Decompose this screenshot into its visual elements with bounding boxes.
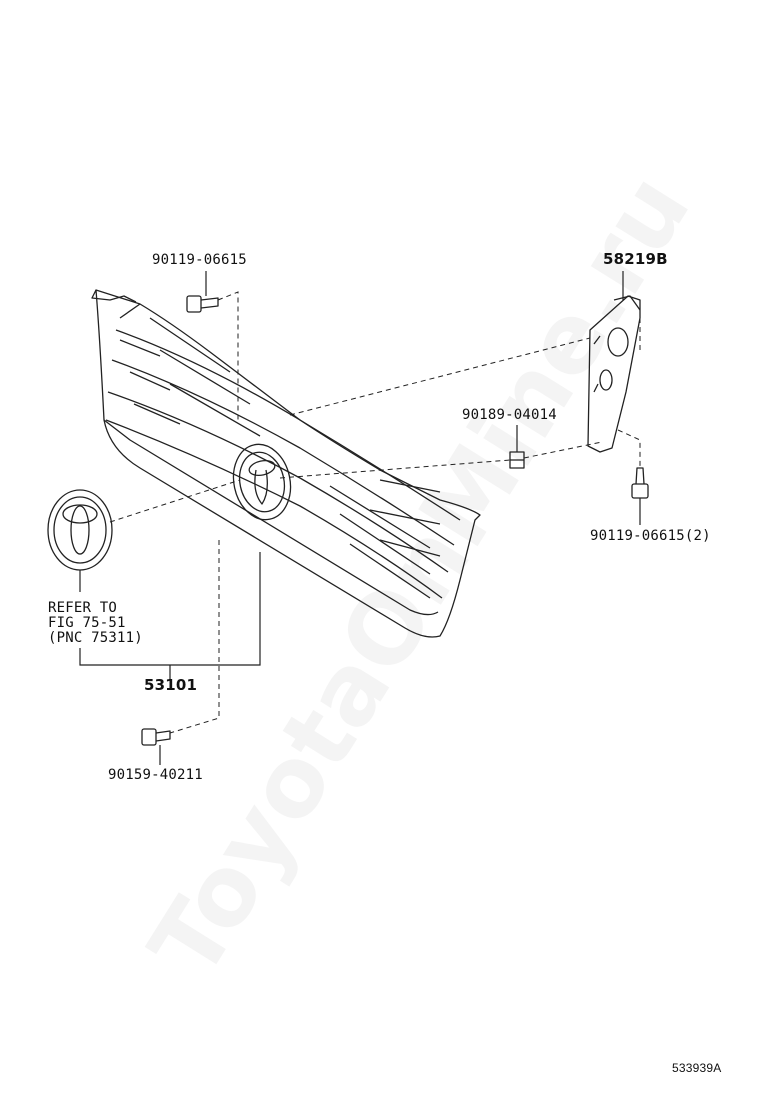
toyota-emblem	[47, 489, 113, 571]
label-bolt-bottom: 90159-40211	[108, 767, 203, 783]
label-refer-line2: FIG 75-51	[48, 615, 126, 631]
diagram-code: 533939A	[672, 1061, 722, 1075]
label-bolt-right: 90119-06615(2)	[590, 528, 711, 544]
bolt-top	[186, 295, 219, 313]
label-bolt-top: 90119-06615	[152, 252, 247, 268]
bracket-58219b	[587, 295, 641, 453]
bolt-right	[631, 467, 649, 499]
clip-90189	[509, 451, 525, 469]
emblem-on-grille	[232, 443, 292, 521]
bolt-bottom	[141, 728, 171, 746]
label-clip: 90189-04014	[462, 407, 557, 423]
label-refer-line1: REFER TO	[48, 600, 118, 616]
radiator-grille	[91, 289, 481, 638]
label-grille: 53101	[144, 676, 198, 694]
label-bracket: 58219B	[603, 250, 668, 268]
label-refer-line3: (PNC 75311)	[48, 630, 143, 646]
